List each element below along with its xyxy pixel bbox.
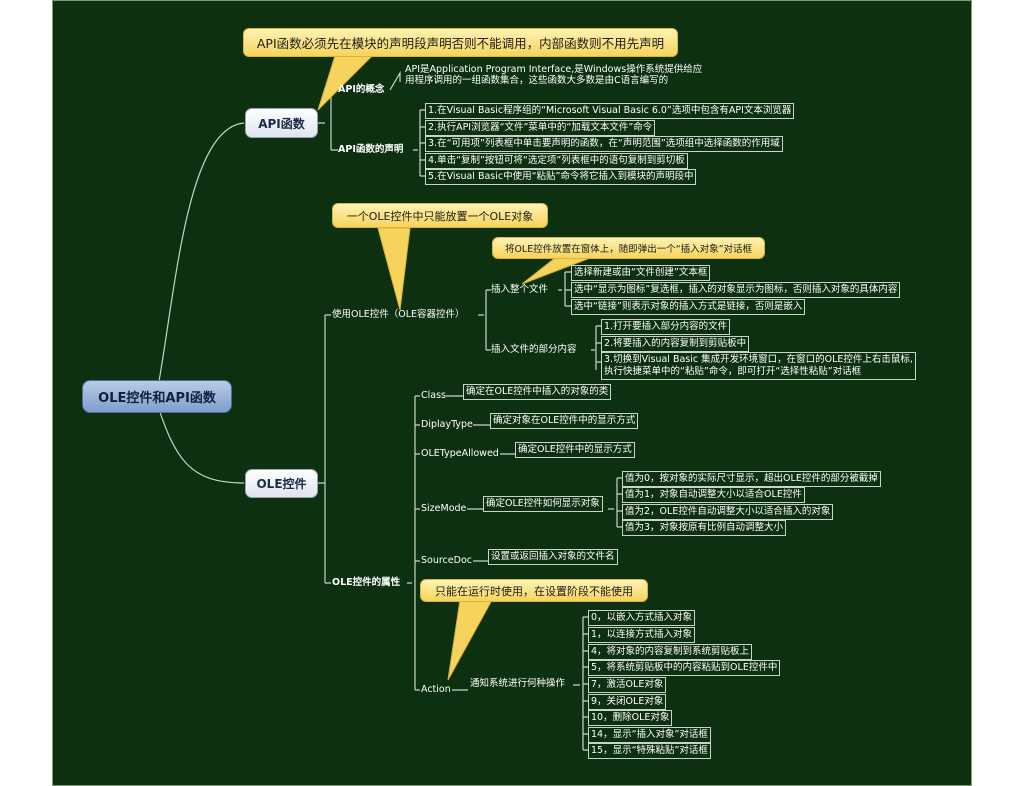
sizemode-item: 值为3，对象按原有比例自动调整大小 <box>622 520 787 536</box>
api-decl-item: 3.在“可用项”列表框中单击要声明的函数，在“声明范围”选项组中选择函数的作用域 <box>425 136 783 152</box>
action-item: 5，将系统剪贴板中的内容粘贴到OLE控件中 <box>588 660 781 676</box>
prop-sourcedoc-label[interactable]: SourceDoc <box>421 555 472 566</box>
ole-one-object-callout: 一个OLE控件中只能放置一个OLE对象 <box>332 203 548 228</box>
callout-pointer-one <box>377 227 411 311</box>
action-item: 14，显示“插入对象”对话框 <box>588 727 711 743</box>
wire-sizemode-items <box>608 477 622 528</box>
prop-class-desc: 确定在OLE控件中插入的对象的类 <box>463 384 612 400</box>
insert-whole-item: 选择新建或由“文件创建”文本框 <box>571 265 711 281</box>
wire-decl-items <box>413 109 425 177</box>
sizemode-item: 值为0，按对象的实际尺寸显示，超出OLE控件的部分被截掉 <box>622 471 881 487</box>
api-node[interactable]: API函数 <box>245 108 318 138</box>
prop-oletypeallowed-label[interactable]: OLETypeAllowed <box>421 448 499 459</box>
prop-oletypeallowed-desc: 确定OLE控件中的显示方式 <box>515 442 635 458</box>
action-item: 7，激活OLE对象 <box>588 677 667 693</box>
action-callout: 只能在运行时使用，在设置阶段不能使用 <box>420 579 648 602</box>
prop-displaytype-desc: 确定对象在OLE控件中的显示方式 <box>490 413 639 429</box>
wire-api-sub <box>318 89 338 151</box>
insert-whole-item: 选中“链接”则表示对象的插入方式是链接，否则是嵌入 <box>571 299 806 315</box>
wire-ole-sub <box>318 314 331 584</box>
wire-use-sub <box>478 289 491 351</box>
insert-part-label[interactable]: 插入文件的部分内容 <box>491 344 577 355</box>
root-node[interactable]: OLE控件和API函数 <box>82 380 232 413</box>
api-concept-text-1: API是Application Program Interface,是Windo… <box>405 64 703 75</box>
api-concept-label[interactable]: API的概念 <box>338 84 385 95</box>
action-item: 9，关闭OLE对象 <box>588 694 667 710</box>
prop-action-label[interactable]: Action <box>421 684 451 695</box>
wire-whole-items <box>558 271 571 307</box>
insert-part-item-line: 3.切换到Visual Basic 集成开发环境窗口，在窗口的OLE控件上右击鼠… <box>604 354 913 365</box>
prop-sizemode-desc: 确定OLE控件如何显示对象 <box>483 496 603 512</box>
insert-dialog-callout: 将OLE控件放置在窗体上，随即弹出一个“插入对象”对话框 <box>492 237 765 259</box>
wire-root-ole <box>155 399 245 484</box>
wire-part-items <box>591 325 601 370</box>
insert-part-item-line: 执行快捷菜单中的“粘贴”命令，即可打开“选择性粘贴”对话框 <box>604 366 862 377</box>
api-callout: API函数必须先在模块的声明段声明否则不能调用，内部函数则不用先声明 <box>243 28 678 57</box>
wire-action-items <box>573 616 588 751</box>
wire-desc <box>446 395 515 691</box>
insert-part-item-multiline: 3.切换到Visual Basic 集成开发环境窗口，在窗口的OLE控件上右击鼠… <box>601 352 916 380</box>
action-item: 15，显示“特殊粘贴”对话框 <box>588 743 711 759</box>
action-item: 10，删除OLE对象 <box>588 710 673 726</box>
api-decl-item: 4.单击“复制”按钮可将“选定项”列表框中的语句复制到剪切板 <box>425 153 688 169</box>
prop-sizemode-label[interactable]: SizeMode <box>421 503 467 514</box>
prop-action-desc: 通知系统进行何种操作 <box>470 678 566 689</box>
wire-concept-text <box>389 70 401 91</box>
api-decl-item: 2.执行API浏览器“文件”菜单中的“加载文本文件”命令 <box>425 120 656 136</box>
action-item: 0，以嵌入方式插入对象 <box>588 610 696 626</box>
ole-node[interactable]: OLE控件 <box>245 469 318 498</box>
action-item: 1，以连接方式插入对象 <box>588 627 696 643</box>
insert-part-item: 1.打开要插入部分内容的文件 <box>601 319 731 335</box>
insert-whole-label[interactable]: 插入整个文件 <box>491 284 549 295</box>
api-concept-text-2: 用程序调用的一组函数集合，这些函数大多数是由C语言编写的 <box>405 75 669 86</box>
prop-sourcedoc-desc: 设置或返回插入对象的文件名 <box>488 549 618 565</box>
wire-props <box>407 395 420 691</box>
action-item: 4，将对象的内容复制到系统剪贴板上 <box>588 644 753 660</box>
insert-part-item: 2.将要插入的内容复制到剪贴板中 <box>601 336 750 352</box>
prop-displaytype-label[interactable]: DiplayType <box>421 419 473 430</box>
callout-pointer-api <box>317 55 374 111</box>
insert-whole-item: 选中“显示为图标”复选框，插入的对象显示为图标，否则插入对象的具体内容 <box>571 282 901 298</box>
ole-props-label[interactable]: OLE控件的属性 <box>332 577 401 588</box>
api-decl-item: 5.在Visual Basic中使用“粘贴”命令将它插入到模块的声明段中 <box>425 169 697 185</box>
callout-pointer-action <box>447 599 493 681</box>
sizemode-item: 值为2，OLE控件自动调整大小以适合插入的对象 <box>622 504 834 520</box>
api-decl-label[interactable]: API函数的声明 <box>338 144 404 155</box>
prop-class-label[interactable]: Class <box>421 390 446 401</box>
sizemode-item: 值为1，对象自动调整大小以适合OLE控件 <box>622 487 805 503</box>
ole-use-label[interactable]: 使用OLE控件（OLE容器控件） <box>332 309 465 320</box>
wire-root-api <box>155 122 245 399</box>
api-decl-item: 1.在Visual Basic程序组的“Microsoft Visual Bas… <box>425 103 795 119</box>
